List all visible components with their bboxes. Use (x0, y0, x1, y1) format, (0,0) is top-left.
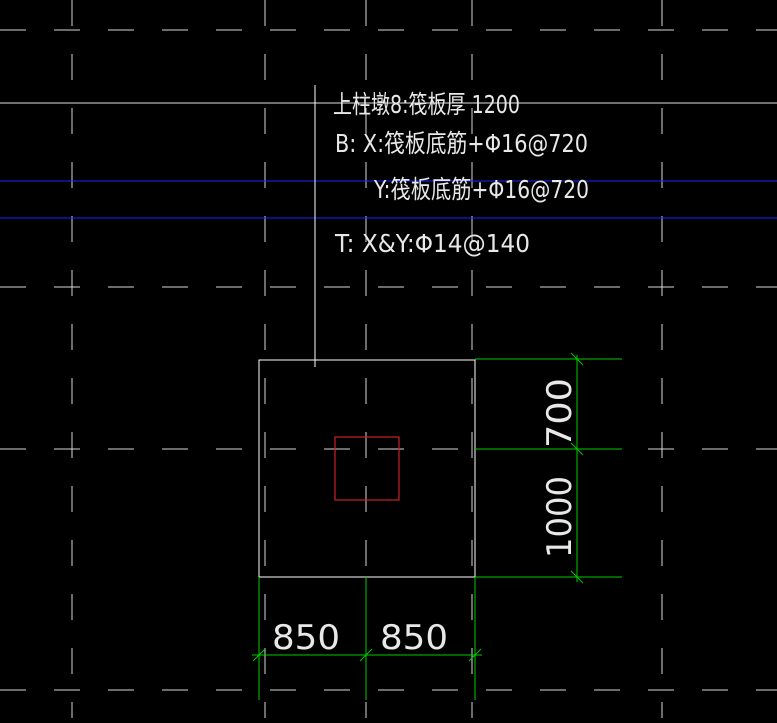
dim-tick-left (252, 648, 266, 662)
dimension-labels: 700 1000 850 850 (272, 378, 580, 658)
dim-tick-right (468, 648, 482, 662)
pedestal-outline[interactable] (258, 359, 476, 578)
dim-tick-mid (570, 442, 584, 456)
dim-tick-center (359, 648, 373, 662)
column-outline[interactable] (334, 436, 400, 501)
dim-text-850-right: 850 (380, 618, 448, 658)
dim-tick-bottom (570, 570, 584, 584)
dim-text-700: 700 (540, 378, 580, 448)
annotation-line-2: B: X:筏板底筋+Φ16@720 (335, 129, 588, 158)
horizontal-dimension (252, 577, 482, 700)
dim-tick-top (570, 352, 584, 366)
dim-text-850-left: 850 (272, 618, 340, 658)
dim-text-1000: 1000 (540, 476, 580, 558)
annotation-line-3: Y:筏板底筋+Φ16@720 (373, 175, 589, 204)
annotation-line-4: T: X&Y:Φ14@140 (334, 229, 530, 258)
annotation-line-1: 上柱墩8:筏板厚 1200 (333, 90, 520, 119)
annotation-block[interactable]: 上柱墩8:筏板厚 1200 B: X:筏板底筋+Φ16@720 Y:筏板底筋+Φ… (333, 90, 589, 258)
vertical-dimension (475, 352, 622, 584)
